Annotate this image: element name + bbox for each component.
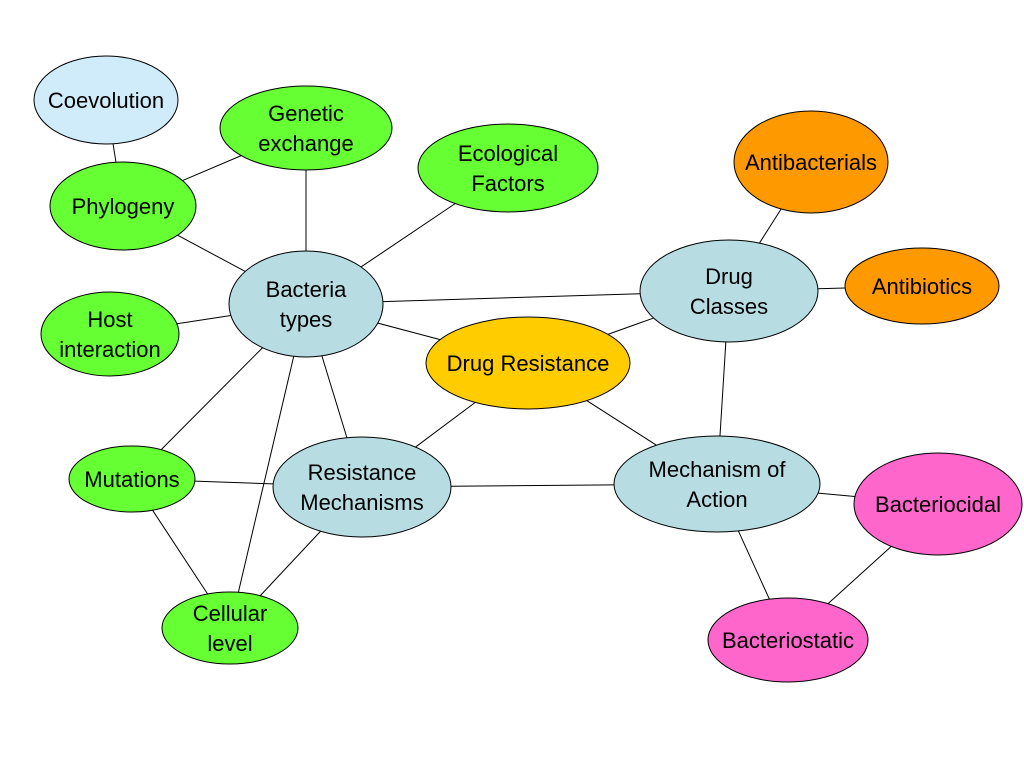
node-antibacterials-shape — [733, 110, 889, 214]
node-phylogeny: Phylogeny — [49, 161, 197, 251]
edge-bacteria-types-to-drug-resistance — [377, 322, 441, 341]
edge-drug-resistance-to-resistance-mechanisms — [415, 401, 476, 448]
node-drug-resistance-label: Drug Resistance — [447, 351, 610, 376]
node-host-interaction: Host interaction — [40, 291, 180, 377]
node-mechanism-of-action-label: Action — [686, 487, 747, 512]
node-bacteriostatic-shape — [707, 597, 869, 683]
node-genetic-exchange: Genetic exchange — [219, 85, 393, 171]
node-coevolution: Coevolution — [33, 55, 179, 145]
node-cellular-level-shape — [161, 591, 299, 665]
node-genetic-exchange-shape — [219, 85, 393, 171]
node-mutations: Mutations — [68, 445, 196, 513]
node-drug-classes-label: Drug — [705, 264, 753, 289]
node-bacteriostatic-label: Bacteriostatic — [722, 628, 854, 653]
node-resistance-mechanisms-label: Mechanisms — [300, 490, 423, 515]
node-bacteriocidal-shape — [853, 452, 1023, 556]
node-bacteriocidal: Bacteriocidal — [853, 452, 1023, 556]
node-coevolution-label: Coevolution — [48, 88, 164, 113]
node-bacteriostatic: Bacteriostatic — [707, 597, 869, 683]
node-drug-classes-label: Classes — [690, 294, 768, 319]
node-ecological-factors-shape — [417, 123, 599, 213]
edge-bacteriocidal-to-bacteriostatic — [827, 546, 892, 605]
edge-phylogeny-to-genetic-exchange — [182, 155, 242, 182]
node-mechanism-of-action: Mechanism of Action — [613, 435, 821, 533]
node-antibiotics-shape — [844, 247, 1000, 325]
node-cellular-level-label: level — [207, 631, 252, 656]
edge-mutations-to-cellular-level — [152, 509, 209, 595]
node-ecological-factors-label: Ecological — [458, 141, 558, 166]
node-drug-resistance-shape — [425, 316, 631, 410]
edge-bacteria-types-to-mutations — [160, 347, 263, 451]
node-antibacterials-label: Antibacterials — [745, 150, 877, 175]
node-genetic-exchange-label: Genetic — [268, 101, 344, 126]
node-host-interaction-label: Host — [87, 307, 132, 332]
edge-drug-classes-to-antibiotics — [817, 287, 846, 290]
edge-mutations-to-resistance-mechanisms — [194, 480, 274, 485]
node-phylogeny-shape — [49, 161, 197, 251]
node-resistance-mechanisms-label: Resistance — [308, 460, 417, 485]
edge-host-interaction-to-bacteria-types — [176, 315, 231, 325]
node-mutations-shape — [68, 445, 196, 513]
node-host-interaction-label: interaction — [59, 337, 161, 362]
node-phylogeny-label: Phylogeny — [72, 194, 175, 219]
node-host-interaction-shape — [40, 291, 180, 377]
node-cellular-level-label: Cellular — [193, 601, 268, 626]
node-mutations-label: Mutations — [84, 467, 179, 492]
node-drug-classes-shape — [639, 239, 819, 343]
node-antibiotics: Antibiotics — [844, 247, 1000, 325]
node-antibacterials: Antibacterials — [733, 110, 889, 214]
edge-bacteria-types-to-drug-classes — [382, 293, 641, 303]
edge-drug-resistance-to-mechanism-of-action — [586, 400, 657, 446]
node-bacteriocidal-label: Bacteriocidal — [875, 492, 1001, 517]
edge-ecological-factors-to-bacteria-types — [360, 203, 456, 268]
edge-drug-classes-to-mechanism-of-action — [719, 341, 727, 437]
edge-bacteria-types-to-cellular-level — [237, 356, 295, 593]
edge-bacteria-types-to-resistance-mechanisms — [321, 355, 348, 438]
node-bacteria-types: Bacteria types — [228, 250, 384, 358]
node-drug-resistance: Drug Resistance — [425, 316, 631, 410]
edge-resistance-mechanisms-to-mechanism-of-action — [450, 484, 615, 487]
node-ecological-factors-label: Factors — [471, 171, 544, 196]
edge-mechanism-of-action-to-bacteriostatic — [737, 530, 770, 600]
node-bacteria-types-label: types — [280, 307, 333, 332]
node-bacteria-types-label: Bacteria — [266, 277, 347, 302]
edge-drug-classes-to-antibacterials — [759, 208, 782, 244]
node-resistance-mechanisms-shape — [272, 436, 452, 538]
node-cellular-level: Cellular level — [161, 591, 299, 665]
edge-resistance-mechanisms-to-cellular-level — [259, 530, 321, 597]
node-coevolution-shape — [33, 55, 179, 145]
node-mechanism-of-action-label: Mechanism of — [649, 457, 787, 482]
edge-drug-classes-to-drug-resistance — [607, 317, 654, 335]
node-bacteria-types-shape — [228, 250, 384, 358]
edge-layer — [112, 143, 892, 605]
node-antibiotics-label: Antibiotics — [872, 274, 972, 299]
node-mechanism-of-action-shape — [613, 435, 821, 533]
edge-phylogeny-to-bacteria-types — [177, 234, 246, 272]
edge-mechanism-of-action-to-bacteriocidal — [818, 492, 855, 497]
edge-coevolution-to-phylogeny — [112, 143, 117, 163]
node-genetic-exchange-label: exchange — [258, 131, 353, 156]
